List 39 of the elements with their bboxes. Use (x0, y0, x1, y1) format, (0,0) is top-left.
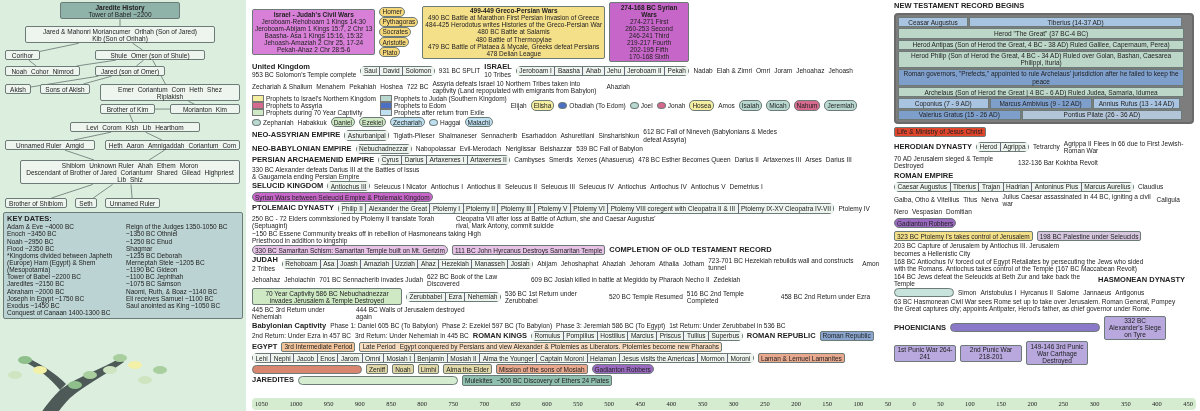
timeline-bar (281, 258, 534, 270)
prophet-marker (428, 118, 438, 126)
connector-line (188, 100, 195, 105)
prophet-marker (252, 118, 261, 126)
connector-line (119, 18, 121, 27)
timeline-bar (252, 364, 362, 374)
timeline-bar (337, 203, 835, 214)
connector-line (82, 75, 113, 85)
timeline-bar (515, 65, 690, 76)
connector-line (64, 149, 95, 161)
timeline-bar (531, 330, 743, 341)
timeline-bar (975, 141, 1030, 152)
timeline-bar (406, 291, 501, 302)
callout-panel (894, 13, 1194, 124)
connector-line (73, 131, 112, 141)
connector-line (30, 75, 99, 88)
connector-line (132, 42, 143, 51)
timeline-bar (360, 65, 435, 76)
prophet-marker (558, 102, 568, 109)
timeline-bar (894, 288, 954, 298)
connector-line (130, 184, 133, 199)
timeline-bar (950, 323, 1101, 333)
timeline-bar (378, 154, 511, 165)
prophet-marker (629, 102, 639, 109)
timeline-bar (298, 375, 459, 385)
connector-line (148, 149, 165, 161)
timeline-bar (252, 353, 754, 364)
connector-line (51, 184, 94, 199)
connector-line (154, 108, 171, 110)
connector-line (92, 184, 113, 199)
connector-line (76, 59, 117, 67)
prophet-marker (656, 102, 666, 109)
connector-line (145, 131, 163, 141)
connector-line (39, 42, 80, 52)
connector-line (28, 59, 37, 67)
connector-line (129, 113, 134, 123)
connector-line (136, 59, 144, 67)
connector-line (152, 59, 166, 85)
timeline-bar (894, 181, 1134, 192)
